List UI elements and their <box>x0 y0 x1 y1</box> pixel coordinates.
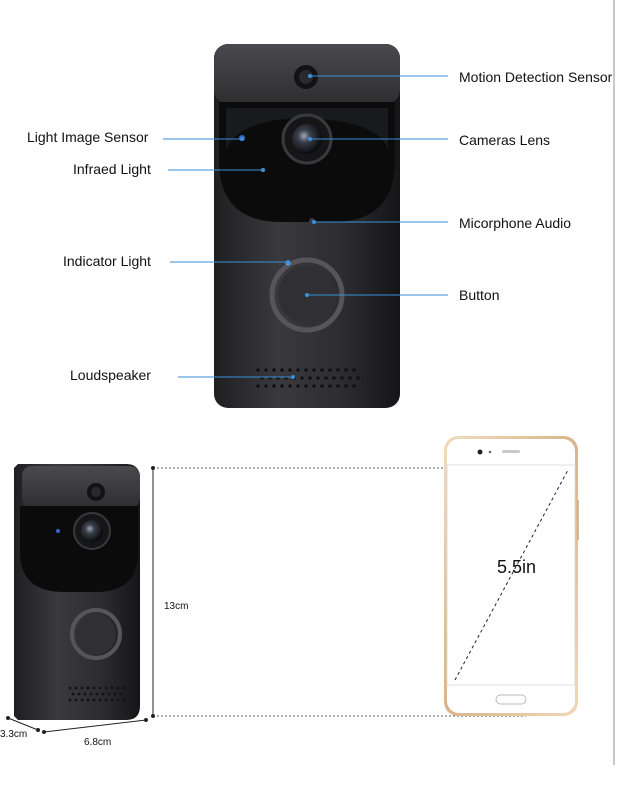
label-microphone-audio: Micorphone Audio <box>459 215 572 231</box>
callout-leaders <box>163 75 448 378</box>
label-light-image-sensor: Light Image Sensor <box>27 129 149 145</box>
smartphone <box>444 436 579 716</box>
label-camera-lens: Cameras Lens <box>459 132 551 148</box>
label-loudspeaker: Loudspeaker <box>70 367 151 383</box>
label-button: Button <box>459 287 500 303</box>
doorbell-large <box>214 44 400 408</box>
screen-diagonal <box>454 469 569 681</box>
page-edge-rule <box>613 0 615 765</box>
label-motion-detection-sensor: Motion Detection Sensor <box>459 69 613 85</box>
dimension-width: 6.8cm <box>84 737 112 748</box>
doorbell-small <box>14 464 140 720</box>
label-indicator-light: Indicator Light <box>63 253 151 269</box>
dimension-depth: 3.3cm <box>0 729 28 740</box>
dimension-height: 13cm <box>164 601 189 612</box>
screen-size-label: 5.5in <box>497 557 537 577</box>
label-infrared-light: Infraed Light <box>73 161 151 177</box>
dimension-lines <box>6 466 526 734</box>
